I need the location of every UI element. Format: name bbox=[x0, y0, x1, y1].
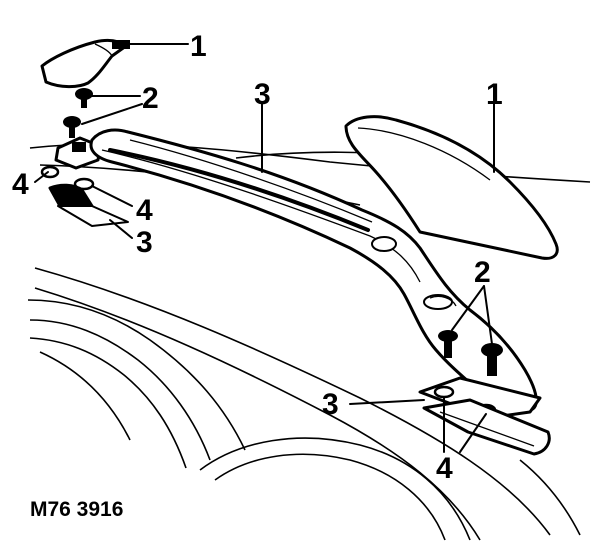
callout-rail: 3 bbox=[254, 78, 271, 111]
callout-gasket-front: 3 bbox=[136, 226, 153, 259]
figure-code: M76 3916 bbox=[30, 498, 123, 521]
callout-washer-front-right: 4 bbox=[136, 194, 153, 227]
leader-lines bbox=[34, 43, 495, 453]
callout-end-cover-rear: 1 bbox=[486, 78, 503, 111]
callout-washer-rear: 4 bbox=[436, 452, 453, 485]
rear-bolt-left bbox=[438, 330, 458, 358]
callout-labels: 1 2 3 1 4 4 3 2 3 4 bbox=[12, 30, 503, 485]
callout-bolt-front: 2 bbox=[142, 82, 159, 115]
front-mount-base bbox=[54, 136, 102, 170]
front-end-cover bbox=[40, 38, 130, 89]
rear-gasket bbox=[422, 398, 551, 456]
rear-bolt-right bbox=[481, 343, 503, 376]
callout-bolt-rear: 2 bbox=[474, 256, 491, 289]
front-gasket bbox=[48, 183, 129, 227]
callout-washer-front-left: 4 bbox=[12, 168, 29, 201]
rear-end-cover bbox=[344, 115, 559, 260]
front-bolt-upper bbox=[75, 88, 93, 108]
callout-end-cover-front: 1 bbox=[190, 30, 207, 63]
callout-gasket-rear: 3 bbox=[322, 388, 339, 421]
front-bolt-lower bbox=[63, 116, 81, 138]
